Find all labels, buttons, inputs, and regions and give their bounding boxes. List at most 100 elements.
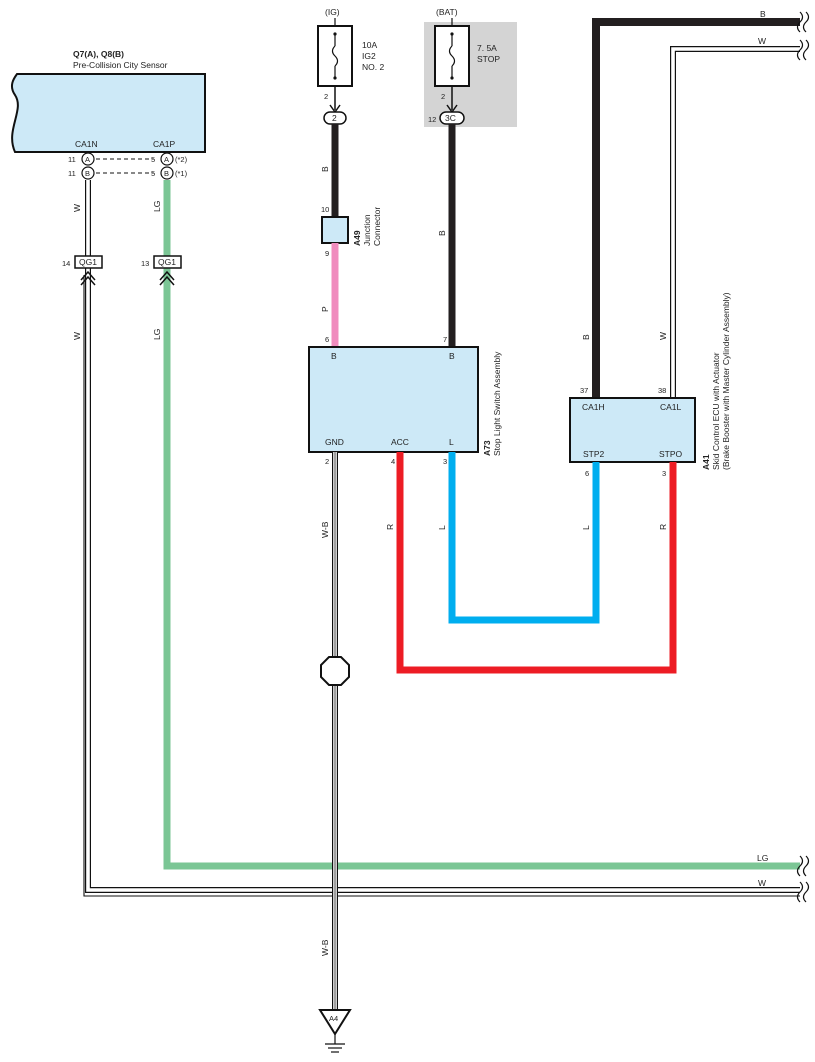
fuse-ig-pin: 2 — [324, 92, 328, 101]
fuse-bat-pin: 2 — [441, 92, 445, 101]
sensor-connector-row-a: 11 A 5 A (*2) — [68, 152, 188, 166]
ecu-label-ca1l: CA1L — [660, 402, 682, 412]
wire-label-stp2-l: L — [581, 525, 591, 530]
switch-label-b1: B — [331, 351, 337, 361]
sensor-pin-ca1p: CA1P — [153, 139, 176, 149]
fuse-ig-icon — [331, 32, 339, 80]
fuse-bat-rating: 7. 5A — [477, 43, 497, 53]
wire-label-left-lg: LG — [152, 329, 162, 340]
wire-label-ground-wb: W-B — [320, 939, 330, 956]
ecu-label-ca1h: CA1H — [582, 402, 605, 412]
wire-label-bottom-w: W — [758, 878, 766, 888]
wire-label-bottom-lg: LG — [757, 853, 768, 863]
svg-text:QG1: QG1 — [158, 257, 176, 267]
wire-label-l-l: L — [437, 525, 447, 530]
junction-box — [321, 216, 349, 244]
qg1-connector-w: 14 QG1 — [62, 255, 103, 286]
svg-text:(*2): (*2) — [175, 155, 188, 164]
cut-marks-top — [796, 11, 810, 61]
svg-text:QG1: QG1 — [79, 257, 97, 267]
junction-name2: Connector — [372, 207, 382, 246]
top-black-wire — [592, 18, 800, 398]
conn-bat-num: 12 — [428, 115, 436, 124]
ecu-pin-ca1l: 38 — [658, 386, 666, 395]
svg-text:11: 11 — [68, 169, 76, 178]
switch-pin-b2: 7 — [443, 335, 447, 344]
fuse-bat-icon — [448, 32, 456, 80]
svg-text:5: 5 — [151, 169, 155, 178]
ecu-name2: (Brake Booster with Master Cylinder Asse… — [721, 292, 731, 470]
wire-label-sensor-lg: LG — [152, 201, 162, 212]
svg-text:A: A — [85, 155, 90, 164]
sensor-pin-ca1n: CA1N — [75, 139, 98, 149]
junction-id: A49 — [352, 230, 362, 246]
fuse-ig-rating: 10A — [362, 40, 377, 50]
svg-text:14: 14 — [62, 259, 70, 268]
ground-label: A4 — [329, 1014, 338, 1023]
sensor-title: Q7(A), Q8(B) — [73, 49, 124, 59]
fuse-ig-name: IG2 — [362, 51, 376, 61]
sensor-white-wire — [85, 180, 800, 893]
skid-ecu-box — [569, 397, 696, 463]
switch-pin-acc: 4 — [391, 457, 395, 466]
ground-icon — [318, 1009, 352, 1053]
wire-label-left-w: W — [72, 332, 82, 340]
wire-label-ecu-b: B — [581, 334, 591, 340]
stop-switch-box — [308, 346, 479, 453]
wire-label-gnd-wb: W-B — [320, 521, 330, 538]
qg1-connector-lg: 13 QG1 — [141, 255, 182, 286]
wire-label-ecu-w: W — [658, 332, 668, 340]
ecu-id: A41 — [701, 454, 711, 470]
conn-bat-pin: 3C — [445, 113, 456, 123]
svg-text:11: 11 — [68, 155, 76, 164]
red-r-wire — [396, 452, 677, 674]
switch-label-l: L — [449, 437, 454, 447]
svg-text:13: 13 — [141, 259, 149, 268]
switch-id: A73 — [482, 440, 492, 456]
ecu-pin-ca1h: 37 — [580, 386, 588, 395]
fuse-ig-number: NO. 2 — [362, 62, 384, 72]
fuse-ig-supply: (IG) — [325, 7, 340, 17]
fuse-bat-name: STOP — [477, 54, 500, 64]
switch-pin-b1: 6 — [325, 335, 329, 344]
svg-text:B: B — [85, 169, 90, 178]
top-white-wire — [670, 46, 800, 398]
junction-pin-bottom: 9 — [325, 249, 329, 258]
wire-label-junction-p: P — [320, 306, 330, 312]
switch-pin-gnd: 2 — [325, 457, 329, 466]
sensor-lg-wire — [163, 180, 800, 870]
wire-label-ig-b: B — [320, 166, 330, 172]
wire-label-bat-b: B — [437, 230, 447, 236]
switch-label-acc: ACC — [391, 437, 409, 447]
junction-name1: Junction — [362, 214, 372, 246]
wire-label-acc-r: R — [385, 524, 395, 530]
junction-pin-top: 10 — [321, 205, 329, 214]
sensor-connector-row-b: 11 B 5 B (*1) — [68, 166, 188, 180]
ecu-label-stpo: STPO — [659, 449, 683, 459]
svg-text:(*1): (*1) — [175, 169, 188, 178]
splice-octagon — [320, 656, 350, 686]
ecu-pin-stpo: 3 — [662, 469, 666, 478]
bottom-outer-line — [83, 275, 800, 897]
ecu-label-stp2: STP2 — [583, 449, 605, 459]
conn-ig-pin: 2 — [332, 113, 337, 123]
wire-label-stpo-r: R — [658, 524, 668, 530]
ecu-pin-stp2: 6 — [585, 469, 589, 478]
sensor-name: Pre-Collision City Sensor — [73, 60, 168, 70]
svg-text:A: A — [164, 155, 169, 164]
switch-name: Stop Light Switch Assembly — [492, 351, 502, 456]
switch-label-b2: B — [449, 351, 455, 361]
wire-label-sensor-w: W — [72, 204, 82, 212]
svg-text:5: 5 — [151, 155, 155, 164]
sensor-box — [11, 73, 206, 153]
fuse-bat-supply: (BAT) — [436, 7, 458, 17]
svg-text:B: B — [164, 169, 169, 178]
ecu-name1: Skid Control ECU with Actuator — [711, 352, 721, 470]
blue-l-wire — [448, 452, 600, 624]
cut-marks-bottom — [796, 855, 810, 903]
switch-label-gnd: GND — [325, 437, 344, 447]
wire-label-top-w: W — [758, 36, 766, 46]
wire-label-top-b: B — [760, 9, 766, 19]
switch-pin-l: 3 — [443, 457, 447, 466]
